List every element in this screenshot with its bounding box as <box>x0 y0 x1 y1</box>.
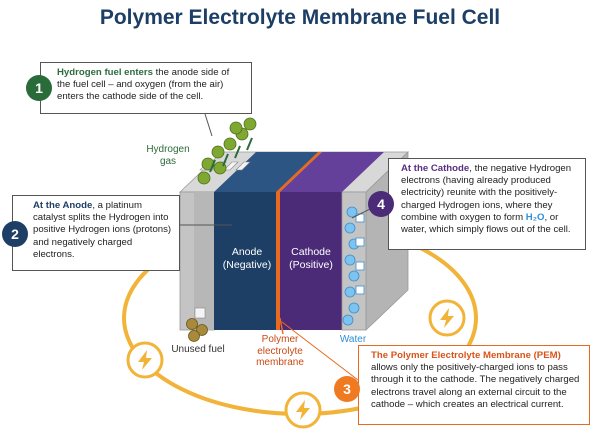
unused-fuel-label: Unused fuel <box>171 344 225 355</box>
bolt-icon <box>428 299 466 337</box>
water-flow-markers <box>355 213 365 295</box>
fuel-outlet <box>194 307 206 319</box>
callout-anode: At the Anode, a platinum catalyst splits… <box>12 195 180 271</box>
page-title: Polymer Electrolyte Membrane Fuel Cell <box>99 6 501 29</box>
callout-hydrogen-enters: Hydrogen fuel enters the anode side of t… <box>40 62 252 114</box>
bolt-icon <box>126 341 164 379</box>
bolt-icon <box>284 391 322 429</box>
step-badge-4: 4 <box>368 191 394 217</box>
callout4-text: , the negative Hydrogen electrons (havin… <box>401 163 572 223</box>
callout-cathode: At the Cathode, the negative Hydrogen el… <box>388 158 586 250</box>
unused-fuel-molecules <box>186 318 208 342</box>
water-label: Water <box>339 334 367 345</box>
hydrogen-molecules <box>197 117 257 185</box>
callout4-heading: At the Cathode <box>401 163 470 174</box>
cathode-layer <box>280 192 342 330</box>
membrane-layer <box>276 192 280 330</box>
anode-layer <box>214 192 278 330</box>
water-droplets <box>342 206 360 326</box>
hydrogen-arrows <box>209 137 253 173</box>
anode-label: Anode (Negative) <box>222 246 272 271</box>
step-badge-1: 1 <box>26 75 52 101</box>
callout1-pointer <box>204 113 213 137</box>
cathode-label: Cathode (Positive) <box>289 246 333 271</box>
callout3-text: allows only the positively-charged ions … <box>371 362 580 410</box>
callout1-text: the anode side of the fuel cell – and ox… <box>57 67 230 103</box>
step-badge-2: 2 <box>2 221 28 247</box>
callout1-heading: Hydrogen fuel enters <box>57 67 153 78</box>
callout2-heading: At the Anode <box>33 200 93 211</box>
callout4-text-after: , or water, which simply flows out of th… <box>401 211 571 236</box>
callout-pem: The Polymer Electrolyte Membrane (PEM) a… <box>358 345 590 425</box>
step-badge-3: 3 <box>334 376 360 402</box>
pem-callout-line <box>281 321 359 381</box>
pem-pointer <box>279 317 284 335</box>
callout3-heading: The Polymer Electrolyte Membrane (PEM) <box>371 350 561 361</box>
pem-label: Polymer electrolyte membrane <box>256 334 304 368</box>
hydrogen-gas-label: Hydrogen gas <box>146 144 190 167</box>
callout4-formula: H₂O <box>525 211 545 223</box>
callout2-text: , a platinum catalyst splits the Hydroge… <box>33 200 172 260</box>
